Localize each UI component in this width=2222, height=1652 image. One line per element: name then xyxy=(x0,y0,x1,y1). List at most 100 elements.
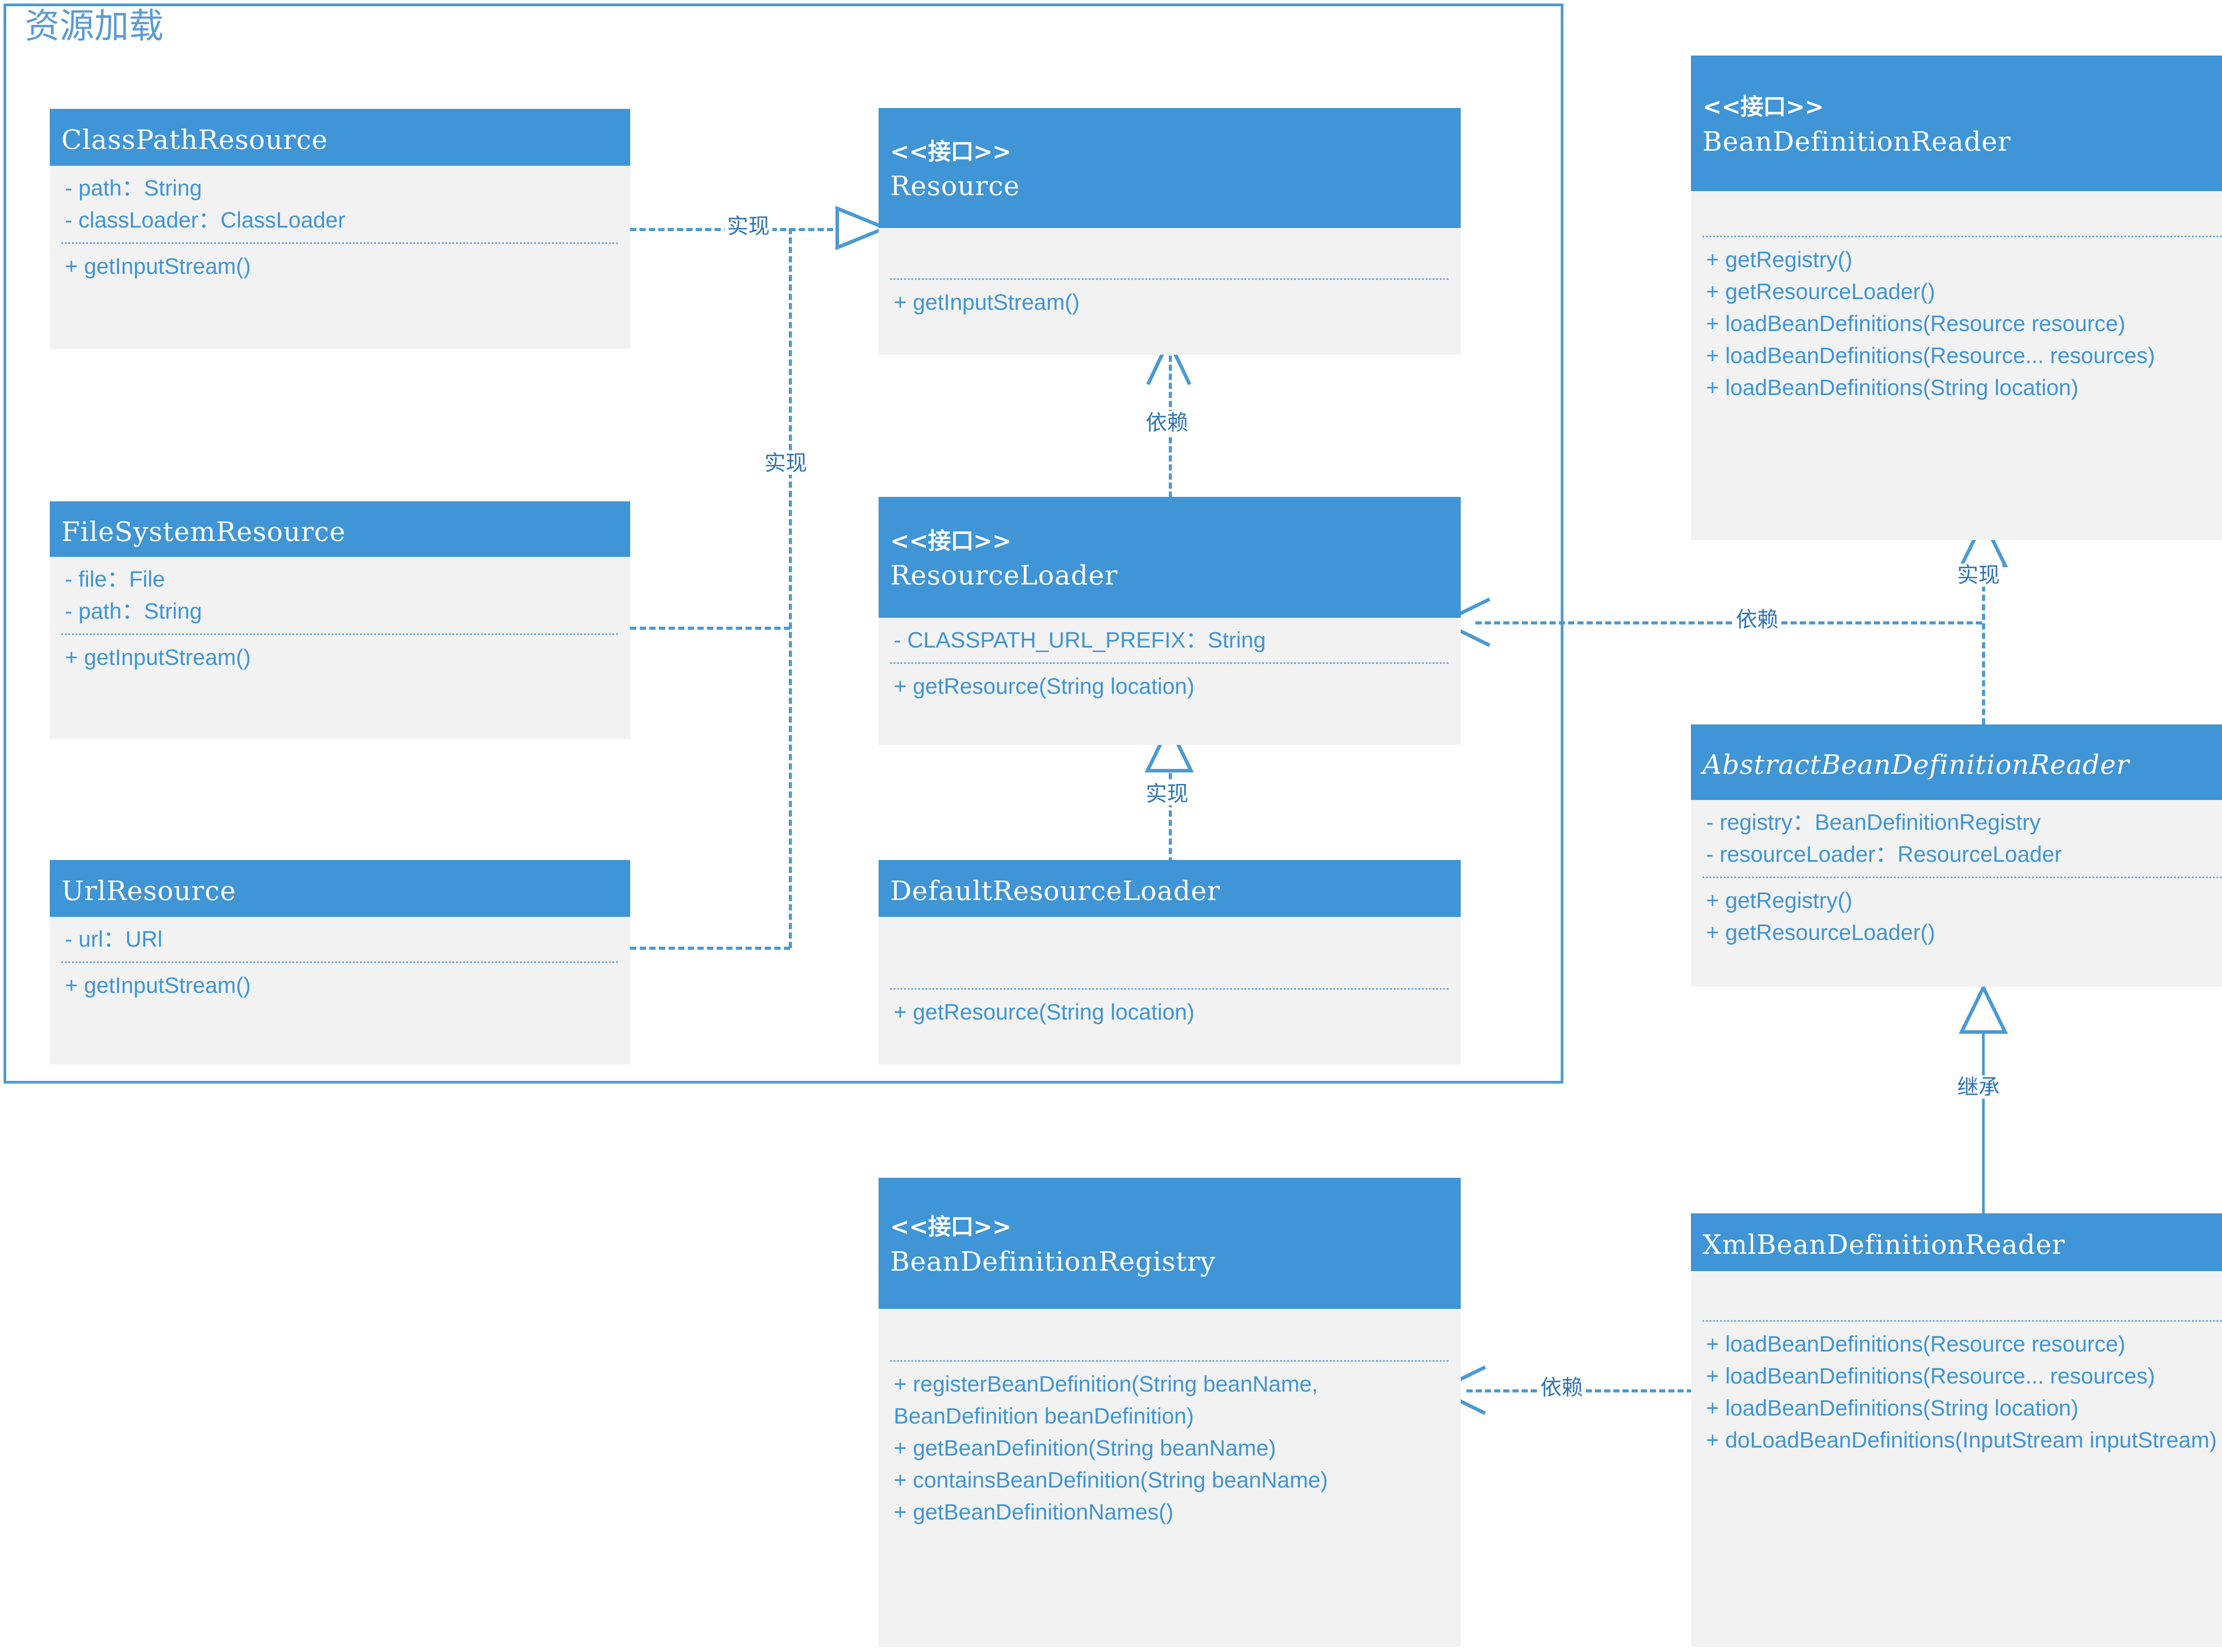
group-title-resource-loading: 资源加载 xyxy=(25,6,164,46)
class-attributes-xmlbeandefinitionreader xyxy=(1691,1271,2222,1320)
section-divider xyxy=(61,242,619,244)
class-name-beandefinitionregistry: BeanDefinitionRegistry xyxy=(890,1246,1216,1277)
edge-label-dep-registry: 依赖 xyxy=(1538,1376,1586,1399)
edge-xmlreader-to-abstractreader xyxy=(1982,1018,1985,1213)
edge-label-impl-resource: 实现 xyxy=(724,215,773,238)
attribute-row: - url：URl xyxy=(65,927,163,952)
class-body-urlresource: - url：URl + getInputStream() xyxy=(50,917,630,1064)
operation-row: + getInputStream() xyxy=(65,645,251,670)
class-stereotype-beandefinitionreader: <<接口>> xyxy=(1702,93,1824,121)
class-attributes-filesystemresource: - file：File - path：String xyxy=(50,557,630,633)
class-name-resourceloader: ResourceLoader xyxy=(890,560,1118,592)
operation-row: + getRegistry() xyxy=(1706,247,1853,272)
class-box-resource[interactable]: <<接口>> Resource + getInputStream() xyxy=(879,108,1461,355)
class-header-xmlbeandefinitionreader: XmlBeanDefinitionReader xyxy=(1691,1213,2222,1271)
operation-row: + doLoadBeanDefinitions(InputStream inpu… xyxy=(1706,1428,2217,1452)
class-box-beandefinitionreader[interactable]: <<接口>> BeanDefinitionReader + getRegistr… xyxy=(1691,56,2222,540)
attribute-row: - CLASSPATH_URL_PREFIX：String xyxy=(894,628,1266,652)
edge-label-impl-reader: 实现 xyxy=(1954,564,2003,587)
hollow-triangle-up-resourceloader xyxy=(1144,722,1194,772)
class-header-classpathresource: ClassPathResource xyxy=(50,109,630,166)
operation-row: + getInputStream() xyxy=(65,973,251,998)
edge-resource-vertical-rail xyxy=(789,228,792,948)
class-body-abstractbeandefinitionreader: - registry：BeanDefinitionRegistry - reso… xyxy=(1691,800,2222,987)
class-box-xmlbeandefinitionreader[interactable]: XmlBeanDefinitionReader + loadBeanDefini… xyxy=(1691,1213,2222,1647)
class-stereotype-beandefinitionregistry: <<接口>> xyxy=(890,1213,1011,1241)
edge-filesystemresource-rail xyxy=(630,627,790,630)
edge-defaultresourceloader-to-resourceloader xyxy=(1169,745,1172,892)
class-name-beandefinitionreader: BeanDefinitionReader xyxy=(1702,126,2011,157)
class-header-filesystemresource: FileSystemResource xyxy=(50,501,630,557)
class-name-classpathresource: ClassPathResource xyxy=(61,124,328,156)
edge-abstractreader-to-reader xyxy=(1982,538,1985,724)
class-header-abstractbeandefinitionreader: AbstractBeanDefinitionReader xyxy=(1691,724,2222,800)
class-operations-xmlbeandefinitionreader: + loadBeanDefinitions(Resource resource)… xyxy=(1691,1322,2222,1463)
class-box-abstractbeandefinitionreader[interactable]: AbstractBeanDefinitionReader - registry：… xyxy=(1691,724,2222,987)
edge-label-inherit-reader: 继承 xyxy=(1954,1076,2003,1099)
class-attributes-urlresource: - url：URl xyxy=(50,917,630,961)
class-header-beandefinitionreader: <<接口>> BeanDefinitionReader xyxy=(1691,56,2222,191)
class-attributes-classpathresource: - path：String - classLoader：ClassLoader xyxy=(50,166,630,242)
class-body-beandefinitionreader: + getRegistry() + getResourceLoader() + … xyxy=(1691,191,2222,540)
class-operations-beandefinitionreader: + getRegistry() + getResourceLoader() + … xyxy=(1691,237,2222,411)
class-header-urlresource: UrlResource xyxy=(50,860,630,917)
class-body-resourceloader: - CLASSPATH_URL_PREFIX：String + getResou… xyxy=(879,618,1461,745)
operation-row: + getRegistry() xyxy=(1706,888,1853,913)
class-body-resource: + getInputStream() xyxy=(879,228,1461,355)
operation-row: + getResource(String location) xyxy=(894,674,1195,699)
section-divider xyxy=(890,278,1449,280)
class-box-urlresource[interactable]: UrlResource - url：URl + getInputStream() xyxy=(50,860,630,1064)
attribute-row: - file：File xyxy=(65,567,165,592)
class-attributes-abstractbeandefinitionreader: - registry：BeanDefinitionRegistry - reso… xyxy=(1691,800,2222,876)
attribute-row: - registry：BeanDefinitionRegistry xyxy=(1706,810,2041,835)
class-name-xmlbeandefinitionreader: XmlBeanDefinitionReader xyxy=(1702,1229,2065,1260)
class-header-resource: <<接口>> Resource xyxy=(879,108,1461,228)
class-operations-resource: + getInputStream() xyxy=(879,280,1461,325)
section-divider xyxy=(61,633,619,635)
operation-row: + registerBeanDefinition(String beanName… xyxy=(894,1372,1318,1428)
class-attributes-beandefinitionregistry xyxy=(879,1309,1461,1360)
class-name-filesystemresource: FileSystemResource xyxy=(61,516,346,548)
class-operations-filesystemresource: + getInputStream() xyxy=(50,635,630,680)
operation-row: + getBeanDefinition(String beanName) xyxy=(894,1436,1276,1460)
section-divider xyxy=(1702,236,2222,237)
class-stereotype-resourceloader: <<接口>> xyxy=(890,527,1011,555)
class-header-beandefinitionregistry: <<接口>> BeanDefinitionRegistry xyxy=(879,1178,1461,1309)
class-box-defaultresourceloader[interactable]: DefaultResourceLoader + getResource(Stri… xyxy=(879,860,1461,1064)
section-divider xyxy=(890,1360,1449,1362)
class-box-filesystemresource[interactable]: FileSystemResource - file：File - path：St… xyxy=(50,501,630,739)
class-box-classpathresource[interactable]: ClassPathResource - path：String - classL… xyxy=(50,109,630,349)
operation-row: + loadBeanDefinitions(Resource... resour… xyxy=(1706,343,2155,368)
operation-row: + loadBeanDefinitions(String location) xyxy=(1706,1396,2078,1420)
class-name-abstractbeandefinitionreader: AbstractBeanDefinitionReader xyxy=(1702,749,2130,780)
attribute-row: - path：String xyxy=(65,176,202,200)
edge-label-impl-resourceloader: 实现 xyxy=(1143,782,1191,805)
class-attributes-resourceloader: - CLASSPATH_URL_PREFIX：String xyxy=(879,618,1461,662)
operation-row: + getBeanDefinitionNames() xyxy=(894,1500,1174,1524)
class-box-beandefinitionregistry[interactable]: <<接口>> BeanDefinitionRegistry + register… xyxy=(879,1178,1461,1647)
edge-label-impl-resource-2: 实现 xyxy=(762,452,810,475)
operation-row: + getInputStream() xyxy=(894,290,1080,315)
class-operations-abstractbeandefinitionreader: + getRegistry() + getResourceLoader() xyxy=(1691,878,2222,956)
operation-row: + getInputStream() xyxy=(65,254,251,279)
edge-label-dep-resourceloader: 依赖 xyxy=(1733,608,1782,631)
section-divider xyxy=(890,988,1449,990)
class-box-resourceloader[interactable]: <<接口>> ResourceLoader - CLASSPATH_URL_PR… xyxy=(879,497,1461,745)
operation-row: + loadBeanDefinitions(Resource resource) xyxy=(1706,311,2126,336)
class-header-resourceloader: <<接口>> ResourceLoader xyxy=(879,497,1461,618)
operation-row: + loadBeanDefinitions(Resource resource) xyxy=(1706,1332,2126,1356)
class-attributes-resource xyxy=(879,228,1461,278)
class-operations-resourceloader: + getResource(String location) xyxy=(879,664,1461,709)
section-divider xyxy=(890,662,1449,664)
operation-row: + loadBeanDefinitions(Resource... resour… xyxy=(1706,1364,2155,1388)
operation-row: + containsBeanDefinition(String beanName… xyxy=(894,1468,1328,1492)
section-divider xyxy=(61,961,619,963)
class-operations-defaultresourceloader: + getResource(String location) xyxy=(879,990,1461,1035)
class-name-defaultresourceloader: DefaultResourceLoader xyxy=(890,876,1220,907)
class-header-defaultresourceloader: DefaultResourceLoader xyxy=(879,860,1461,917)
class-name-urlresource: UrlResource xyxy=(61,876,236,907)
attribute-row: - resourceLoader：ResourceLoader xyxy=(1706,842,2062,867)
group-resource-loading xyxy=(4,4,1563,1084)
hollow-triangle-up-abstractreader xyxy=(1958,983,2008,1034)
